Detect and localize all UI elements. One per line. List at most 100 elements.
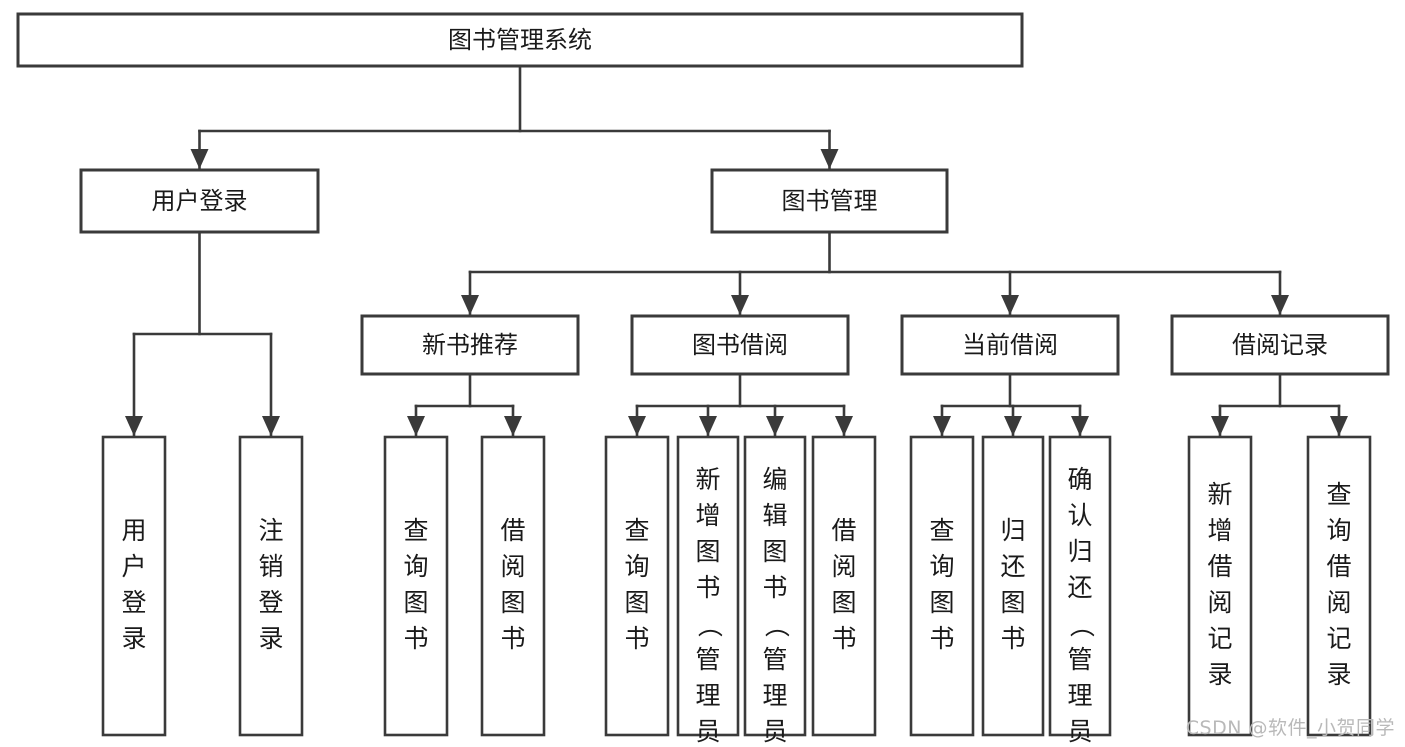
node-label-char: 登 xyxy=(258,588,283,617)
node-new-book-rec[interactable]: 新书推荐 xyxy=(360,314,580,376)
arrow-head-icon xyxy=(1271,295,1289,315)
node-box[interactable] xyxy=(16,12,1024,68)
node-box[interactable] xyxy=(900,314,1120,376)
connector-group-new-book-rec xyxy=(407,372,522,438)
node-label-char: 图 xyxy=(403,588,428,617)
node-borrow-record[interactable]: 借阅记录 xyxy=(1170,314,1390,376)
node-label: 借阅记录 xyxy=(1232,331,1328,359)
connector-group-book-borrow xyxy=(628,372,853,438)
node-box[interactable] xyxy=(360,314,580,376)
node-label-char: 增 xyxy=(1207,516,1232,545)
node-label: 用户登录 xyxy=(152,187,248,215)
watermark-text: CSDN @软件_小贺同学 xyxy=(1185,717,1395,739)
node-box[interactable] xyxy=(238,435,304,737)
node-leaf-user-login[interactable]: 用户登录 xyxy=(101,435,167,737)
node-box[interactable] xyxy=(383,435,449,737)
node-label-char: 询 xyxy=(1326,516,1351,545)
node-book-manage[interactable]: 图书管理 xyxy=(710,168,949,234)
node-box[interactable] xyxy=(1170,314,1390,376)
node-label-char: 询 xyxy=(929,552,954,581)
node-box[interactable] xyxy=(1187,435,1253,737)
node-label-char: 新 xyxy=(1207,480,1232,509)
node-label-char: 书 xyxy=(1000,624,1025,653)
arrow-head-icon xyxy=(504,416,522,436)
arrow-head-icon xyxy=(1001,295,1019,315)
node-book-borrow[interactable]: 图书借阅 xyxy=(630,314,850,376)
node-label-char: 录 xyxy=(258,624,283,653)
node-label-char: 归 xyxy=(1067,537,1092,566)
node-box[interactable] xyxy=(710,168,949,234)
node-label-char: 确 xyxy=(1067,465,1092,494)
node-label-char: 销 xyxy=(258,552,283,581)
node-label-char: 户 xyxy=(121,552,146,581)
node-box[interactable] xyxy=(743,435,807,737)
node-box[interactable] xyxy=(909,435,975,737)
arrow-head-icon xyxy=(1004,416,1022,436)
node-label-char: 查 xyxy=(1326,480,1351,509)
node-label-char: 查 xyxy=(624,516,649,545)
node-label-char: 用 xyxy=(121,516,146,545)
node-box[interactable] xyxy=(480,435,546,737)
node-box[interactable] xyxy=(630,314,850,376)
node-box[interactable] xyxy=(604,435,670,737)
node-label-char: 询 xyxy=(624,552,649,581)
node-label-char: （ xyxy=(762,612,791,637)
node-label-char: 借 xyxy=(831,516,856,545)
node-label-char: 理 xyxy=(695,681,720,710)
node-label: 新书推荐 xyxy=(422,331,518,359)
node-label-char: 辑 xyxy=(762,501,787,530)
node-label-char: 图 xyxy=(1000,588,1025,617)
connector-group-root xyxy=(190,64,839,171)
node-label-char: 阅 xyxy=(1207,588,1232,617)
node-box[interactable] xyxy=(1048,435,1112,737)
node-current-borrow[interactable]: 当前借阅 xyxy=(900,314,1120,376)
node-root[interactable]: 图书管理系统 xyxy=(16,12,1024,68)
node-label-char: 录 xyxy=(1326,660,1351,689)
arrow-head-icon xyxy=(461,295,479,315)
node-label-char: 员 xyxy=(762,717,787,746)
node-label-char: 书 xyxy=(695,573,720,602)
node-label-char: 书 xyxy=(624,624,649,653)
node-user-login[interactable]: 用户登录 xyxy=(79,168,320,234)
node-label: 图书借阅 xyxy=(692,331,788,359)
arrow-head-icon xyxy=(1330,416,1348,436)
node-label-char: 书 xyxy=(403,624,428,653)
node-label-char: 增 xyxy=(695,501,720,530)
node-box[interactable] xyxy=(79,168,320,234)
node-label-char: 归 xyxy=(1000,516,1025,545)
node-label-char: 图 xyxy=(624,588,649,617)
node-box[interactable] xyxy=(101,435,167,737)
node-box[interactable] xyxy=(676,435,740,737)
node-label-char: 注 xyxy=(258,516,283,545)
node-label-char: 编 xyxy=(762,465,787,494)
node-box[interactable] xyxy=(1306,435,1372,737)
nodes-layer: 图书管理系统用户登录图书管理新书推荐图书借阅当前借阅借阅记录用户登录注销登录查询… xyxy=(16,12,1390,747)
edges-layer xyxy=(125,64,1348,438)
arrow-head-icon xyxy=(407,416,425,436)
node-label-char: 记 xyxy=(1326,624,1351,653)
node-box[interactable] xyxy=(981,435,1045,737)
node-box[interactable] xyxy=(811,435,877,737)
arrow-head-icon xyxy=(190,149,209,169)
arrow-head-icon xyxy=(628,416,646,436)
node-label-char: 询 xyxy=(403,552,428,581)
node-label-char: 借 xyxy=(1326,552,1351,581)
